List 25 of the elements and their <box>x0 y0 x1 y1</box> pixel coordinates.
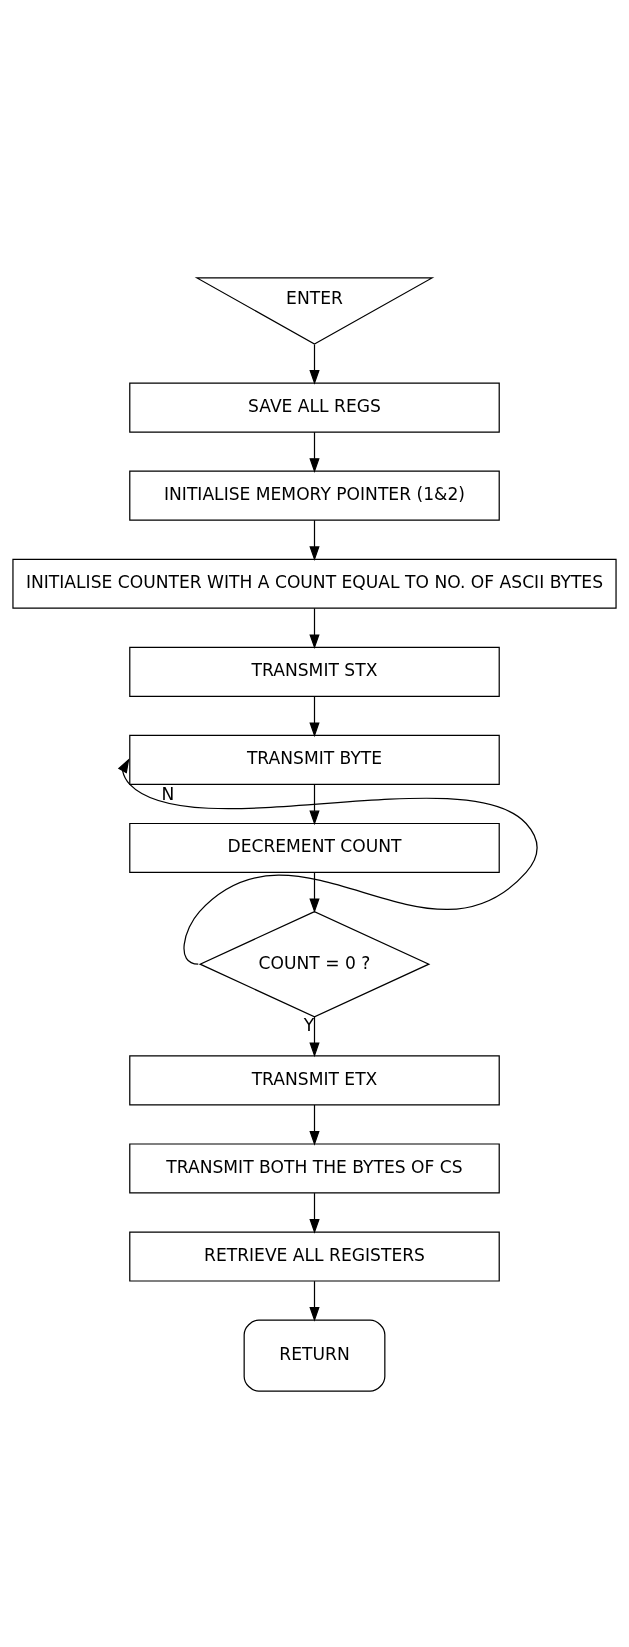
arrow <box>309 695 320 738</box>
node-box: DECREMENT COUNT <box>129 822 500 874</box>
arrow <box>309 431 320 473</box>
arrow <box>309 1280 320 1322</box>
arrow <box>309 783 320 826</box>
arrow <box>309 607 320 650</box>
edge-label: N <box>161 784 175 804</box>
arrow <box>309 1192 320 1234</box>
node-box: INITIALISE COUNTER WITH A COUNT EQUAL TO NO. OF ASCII BYTES <box>12 558 617 609</box>
node-box: SAVE ALL REGS <box>129 382 500 433</box>
node-box: RETRIEVE ALL REGISTERS <box>129 1231 500 1282</box>
node-box: TRANSMIT BOTH THE BYTES OF CS <box>129 1143 500 1194</box>
node-diamond: COUNT = 0 ? <box>198 910 431 1018</box>
node-box: TRANSMIT STX <box>129 646 500 697</box>
edge-label: Y <box>303 1015 315 1036</box>
node-box: RETURN <box>243 1319 386 1392</box>
arrow <box>117 758 538 965</box>
node-box: INITIALISE MEMORY POINTER (1&2) <box>129 470 500 521</box>
arrow <box>309 872 320 914</box>
node-box: TRANSMIT ETX <box>129 1055 500 1106</box>
arrow <box>309 519 320 561</box>
node-box: TRANSMIT BYTE <box>129 734 500 785</box>
arrow <box>309 343 320 385</box>
arrow <box>309 1016 320 1058</box>
arrow <box>309 1104 320 1146</box>
